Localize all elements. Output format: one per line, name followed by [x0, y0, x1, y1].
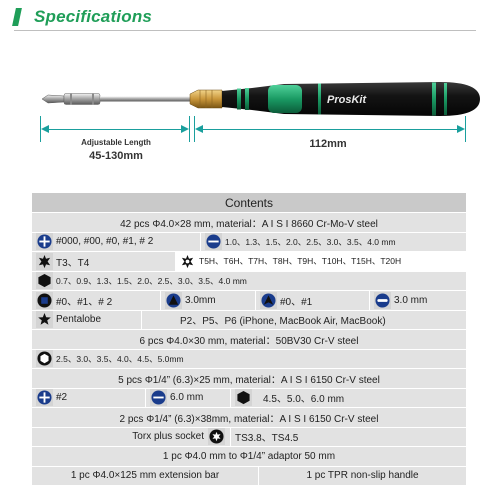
brand-logo: ProsKit — [327, 94, 367, 106]
torx-tamper-cell: T5H、T6H、T7H、T8H、T9H、T10H、T15H、T20H — [175, 252, 466, 271]
dimension-tick-right — [465, 116, 466, 142]
table-row: 0.7、0.9、1.3、1.5、2.0、2.5、3.0、3.5、4.0 mm — [32, 271, 466, 290]
torx-plus-sizes: TS3.8、TS4.5 — [235, 433, 299, 445]
quarter-bits-25mm-text: 5 pcs Φ1/4” (6.3)×25 mm, material：A I S … — [118, 374, 380, 386]
torx-tamper-icon — [179, 253, 196, 270]
arrow-right-icon — [457, 125, 465, 133]
dimension-tick-mid-right — [194, 116, 195, 142]
arrow-right-icon — [181, 125, 189, 133]
phillips-sizes: #000, #00, #0, #1, # 2 — [56, 236, 154, 248]
extension-bar-text: 1 pc Φ4.0×125 mm extension bar — [70, 470, 220, 482]
handle-text: 1 pc TPR non-slip handle — [306, 470, 419, 482]
quarter-hex-sizes: 4.5、5.0、6.0 mm — [263, 394, 345, 406]
tri-point-cell: #0、#1 — [256, 291, 369, 310]
table-row: T3、T4 T5H、T6H、T7H、T8H、T9H、T10H、T15H、T20H — [32, 252, 466, 271]
torx-tamper-sizes: T5H、T6H、T7H、T8H、T9H、T10H、T15H、T20H — [199, 256, 402, 267]
torx-plus-sizes-cell: TS3.8、TS4.5 — [231, 427, 466, 446]
quarter-slotted-cell: 6.0 mm — [146, 388, 230, 407]
hex-icon — [36, 272, 53, 290]
contents-table: Contents 42 pcs Φ4.0×28 mm, material：A I… — [32, 193, 466, 486]
table-title: Contents — [224, 195, 274, 210]
table-row: 6 pcs Φ4.0×30 mm, material：50BV30 Cr-V s… — [32, 330, 466, 349]
dimension-tick-left — [40, 116, 41, 142]
table-row: #2 6.0 mm 4.5、5.0、6.0 mm — [32, 388, 466, 407]
quarter-phillips-cell: #2 — [32, 388, 145, 407]
hex-socket-sizes: 2.5、3.0、3.5、4.0、4.5、5.0mm — [56, 353, 184, 364]
bits-material-text: 42 pcs Φ4.0×28 mm, material：A I S I 8660… — [120, 218, 378, 230]
slotted-icon — [150, 389, 167, 407]
square-cell: #0、#1、# 2 — [32, 291, 160, 310]
sockets-material-text: 6 pcs Φ4.0×30 mm, material：50BV30 Cr-V s… — [139, 335, 359, 347]
torx-cell: T3、T4 — [32, 252, 175, 271]
spanner-size: 3.0 mm — [394, 294, 428, 306]
quarter-hex-cell: 4.5、5.0、6.0 mm — [231, 388, 466, 407]
hex-cell: 0.7、0.9、1.3、1.5、2.0、2.5、3.0、3.5、4.0 mm — [32, 271, 466, 290]
quarter-slotted-size: 6.0 mm — [170, 392, 204, 404]
total-length-value: 112mm — [309, 138, 347, 150]
quarter-bits-38mm-text: 2 pcs Φ1/4” (6.3)×38mm, material：A I S I… — [119, 413, 379, 425]
extension-bar-cell: 1 pc Φ4.0×125 mm extension bar — [32, 466, 258, 485]
table-row: 2.5、3.0、3.5、4.0、4.5、5.0mm — [32, 349, 466, 368]
table-row: #0、#1、# 2 3.0mm #0、#1 3.0 mm — [32, 291, 466, 310]
table-row: 42 pcs Φ4.0×28 mm, material：A I S I 8660… — [32, 213, 466, 232]
hex-sizes: 0.7、0.9、1.3、1.5、2.0、2.5、3.0、3.5、4.0 mm — [56, 275, 247, 286]
table-row: Pentalobe P2、P5、P6 (iPhone, MacBook Air,… — [32, 310, 466, 329]
screwdriver-image: ProsKit — [41, 82, 480, 116]
spanner-icon — [374, 291, 391, 309]
pentalobe-icon — [36, 311, 53, 329]
phillips-icon — [36, 389, 53, 407]
page-title: Specifications — [34, 7, 153, 26]
section-header: Specifications — [12, 6, 153, 28]
table-row: #000, #00, #0, #1, # 2 1.0、1.3、1.5、2.0、2… — [32, 232, 466, 251]
header-divider — [14, 30, 476, 31]
torx-icon — [36, 252, 53, 270]
pentalobe-label: Pentalobe — [56, 314, 102, 326]
adjustable-length-label: Adjustable Length — [81, 138, 151, 147]
spanner-cell: 3.0 mm — [370, 291, 466, 310]
dimension-tick-mid-left — [189, 116, 190, 142]
tri-point-sizes: #0、#1 — [280, 296, 313, 308]
hex-icon — [235, 389, 252, 407]
handle-cell: 1 pc TPR non-slip handle — [259, 466, 466, 485]
pentalobe-label-cell: Pentalobe — [32, 310, 141, 329]
adaptor-text: 1 pc Φ4.0 mm to Φ1/4” adaptor 50 mm — [162, 450, 336, 462]
quarter-phillips-size: #2 — [56, 392, 68, 404]
torx-plus-label-cell: Torx plus socket — [32, 427, 230, 446]
table-row: 1 pc Φ4.0 mm to Φ1/4” adaptor 50 mm — [32, 447, 466, 466]
torx-sizes: T3、T4 — [56, 257, 90, 269]
torx-plus-label: Torx plus socket — [132, 431, 204, 443]
table-row: 5 pcs Φ1/4” (6.3)×25 mm, material：A I S … — [32, 369, 466, 388]
phillips-icon — [36, 233, 53, 251]
arrow-left-icon — [41, 125, 49, 133]
adjustable-length-line — [44, 129, 186, 130]
square-icon — [36, 291, 53, 309]
adjustable-length-value: 45-130mm — [89, 150, 143, 162]
table-row: 1 pc Φ4.0×125 mm extension bar 1 pc TPR … — [32, 466, 466, 485]
tri-wing-cell: 3.0mm — [161, 291, 255, 310]
tri-wing-icon — [165, 291, 182, 309]
pentalobe-sizes-cell: P2、P5、P6 (iPhone, MacBook Air, MacBook) — [142, 310, 466, 329]
hex-socket-icon — [36, 350, 53, 368]
table-row: Torx plus socket TS3.8、TS4.5 — [32, 427, 466, 446]
slotted-icon — [205, 233, 222, 251]
square-sizes: #0、#1、# 2 — [56, 296, 113, 308]
header-accent-bar — [12, 8, 22, 26]
hex-socket-cell: 2.5、3.0、3.5、4.0、4.5、5.0mm — [32, 349, 466, 368]
arrow-left-icon — [195, 125, 203, 133]
table-header: Contents — [32, 193, 466, 212]
tri-wing-size: 3.0mm — [185, 294, 216, 306]
slotted-cell: 1.0、1.3、1.5、2.0、2.5、3.0、3.5、4.0 mm — [201, 232, 466, 251]
pentalobe-sizes: P2、P5、P6 (iPhone, MacBook Air, MacBook) — [180, 316, 386, 328]
torx-plus-socket-icon — [208, 428, 225, 446]
slotted-sizes: 1.0、1.3、1.5、2.0、2.5、3.0、3.5、4.0 mm — [225, 236, 396, 247]
table-row: 2 pcs Φ1/4” (6.3)×38mm, material：A I S I… — [32, 408, 466, 427]
tri-point-icon — [260, 291, 277, 309]
phillips-cell: #000, #00, #0, #1, # 2 — [32, 232, 200, 251]
total-length-line — [198, 129, 462, 130]
